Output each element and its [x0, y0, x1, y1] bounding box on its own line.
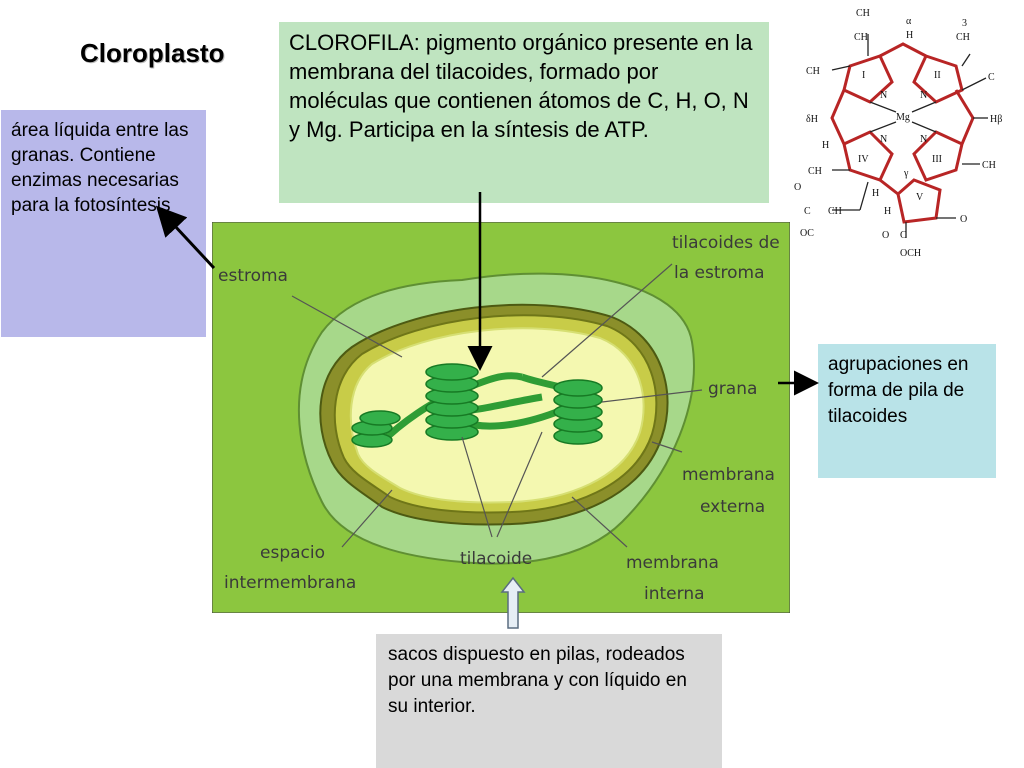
- mol-n3: N: [920, 134, 927, 145]
- mol-ch3-iii: CH: [982, 160, 996, 171]
- stroma-note: área líquida entre las granas. Contiene …: [1, 110, 206, 337]
- mol-gamma: γ: [903, 168, 909, 179]
- label-grana: grana: [708, 379, 757, 399]
- grana-note: agrupaciones en forma de pila de tilacoi…: [818, 344, 996, 478]
- mol-alpha: α: [906, 16, 912, 27]
- diagram-leader-lines: [291, 263, 703, 548]
- label-membrana-interna-1: membrana: [626, 553, 719, 573]
- mol-ch2ch2: CH: [828, 206, 842, 217]
- mol-ester-o: O: [794, 182, 801, 193]
- mol-h-beta: Hβ: [990, 114, 1002, 125]
- mol-oc-c: C: [900, 230, 907, 241]
- mol-keto-o: O: [960, 214, 967, 225]
- mol-ring-iv: IV: [858, 154, 869, 165]
- molecule-bonds: [831, 34, 988, 238]
- molecule-labels: CH CH α H 3 CH CH C I II III IV V N N N …: [794, 8, 1002, 259]
- mol-n1: N: [880, 90, 887, 101]
- mol-oc20: OC: [800, 228, 814, 239]
- chlorophyll-structure: CH CH α H 3 CH CH C I II III IV V N N N …: [794, 8, 1002, 259]
- mol-delta-h: δH: [806, 114, 818, 125]
- granum-center: [425, 363, 479, 441]
- label-espacio-1: espacio: [260, 543, 325, 563]
- mol-h-side: H: [872, 188, 879, 199]
- mol-ester-c: C: [804, 206, 811, 217]
- thylakoid-note: sacos dispuesto en pilas, rodeados por u…: [376, 634, 722, 768]
- label-estroma: estroma: [218, 266, 288, 286]
- mol-n4: N: [880, 134, 887, 145]
- stroma-area: [349, 327, 645, 504]
- mol-ch: CH: [856, 8, 870, 19]
- granum-right: [553, 379, 603, 445]
- mol-h-top: H: [906, 30, 913, 41]
- mol-c2h5: C: [988, 72, 995, 83]
- label-membrana-externa-1: membrana: [682, 465, 775, 485]
- porphyrin-rings: [830, 42, 975, 224]
- mol-ch3-left: CH: [806, 66, 820, 77]
- granum-left: [351, 410, 401, 448]
- mol-ring-ii: II: [934, 70, 941, 81]
- chlorophyll-note: CLOROFILA: pigmento orgánico presente en…: [279, 22, 769, 203]
- mol-three: 3: [962, 18, 967, 29]
- label-membrana-externa-2: externa: [700, 497, 765, 517]
- mol-ring-iii: III: [932, 154, 942, 165]
- label-tilacoides-estroma-1: tilacoides de: [672, 233, 780, 253]
- mol-ring-v: V: [916, 192, 924, 203]
- mol-mg: Mg: [896, 112, 910, 123]
- label-tilacoide: tilacoide: [460, 549, 532, 569]
- mol-h-v: H: [884, 206, 891, 217]
- mol-ring-i: I: [862, 70, 865, 81]
- mol-h-iv: H: [822, 140, 829, 151]
- slide-title: Cloroplasto: [80, 38, 225, 68]
- mol-ch3-iv: CH: [808, 166, 822, 177]
- mol-och3: OCH: [900, 248, 921, 259]
- label-membrana-interna-2: interna: [644, 584, 705, 604]
- label-espacio-2: intermembrana: [224, 573, 356, 593]
- mol-ch2-top: CH: [854, 32, 868, 43]
- chloroplast-diagram: estroma tilacoides de la estroma grana m…: [212, 222, 790, 613]
- mol-n2: N: [920, 90, 927, 101]
- label-tilacoides-estroma-2: la estroma: [674, 263, 765, 283]
- mol-oc-o: O: [882, 230, 889, 241]
- mol-ch3-top: CH: [956, 32, 970, 43]
